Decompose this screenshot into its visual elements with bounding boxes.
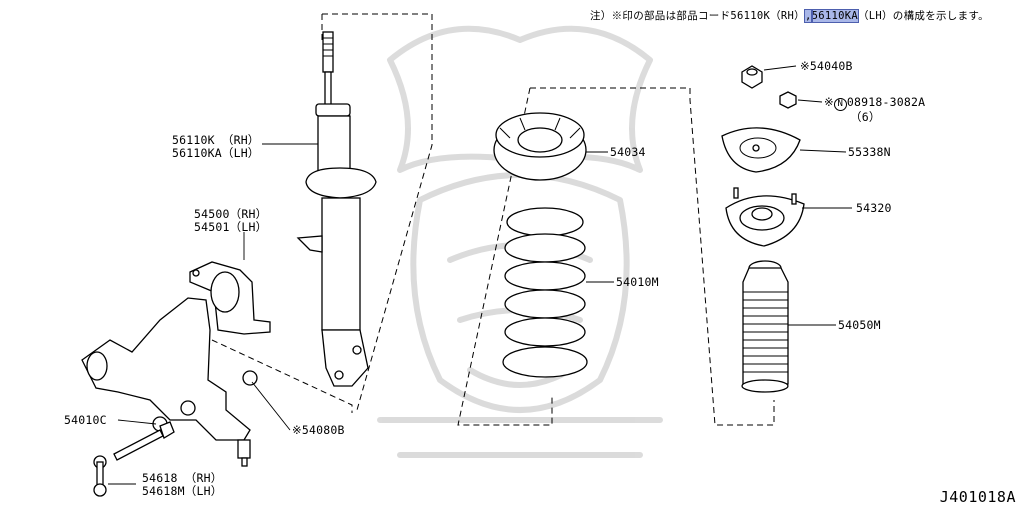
leader-54080b [251, 381, 291, 431]
note-suffix: （LH）の構成を示します。 [857, 10, 989, 22]
dust-boot-54050m-drawing [741, 260, 789, 393]
label-55338n-code: 55338N [848, 145, 891, 159]
note-code-lh-highlight[interactable]: 56110KA [810, 9, 859, 23]
leader-54010c [117, 419, 157, 425]
label-54500-lh: 54501（LH） [194, 220, 268, 234]
label-54618[interactable]: 54618 （RH） 54618M（LH） [142, 472, 222, 498]
dashed-boundary-spring [457, 87, 775, 426]
leader-54040b [763, 65, 797, 71]
label-54080b[interactable]: ※54080B [292, 424, 345, 437]
label-56110k[interactable]: 56110K （RH） 56110KA（LH） [172, 134, 260, 160]
label-54500[interactable]: 54500（RH） 54501（LH） [194, 208, 267, 234]
label-55338n[interactable]: 55338N [848, 146, 891, 159]
label-54010c-code: 54010C [64, 413, 107, 427]
label-54010m-code: 54010M [616, 275, 659, 289]
label-54034[interactable]: 54034 [610, 146, 646, 159]
dashed-boundary-knuckle [211, 339, 353, 413]
dashed-boundary-strut [321, 13, 433, 411]
figure-code: J401018A [939, 488, 1016, 506]
label-54500-rh: 54500（RH） [194, 207, 268, 221]
steering-knuckle-drawing [81, 297, 258, 467]
label-54618-rh: 54618 （RH） [142, 471, 223, 485]
label-54040b-code: 54040B [809, 59, 853, 73]
label-08918-mark: ※ [824, 95, 834, 109]
strut-mount-54320-drawing [725, 187, 805, 247]
mount-plate-55338n-drawing [721, 127, 801, 173]
label-54010c[interactable]: 54010C [64, 414, 107, 427]
label-56110k-rh: 56110K （RH） [172, 133, 260, 147]
label-54050m[interactable]: 54050M [838, 319, 881, 332]
bolt-54010c-drawing [113, 421, 175, 461]
label-54034-code: 54034 [610, 145, 646, 159]
strut-assembly-drawing [296, 31, 377, 387]
label-54010m[interactable]: 54010M [616, 276, 659, 289]
nut-08918-drawing [779, 91, 797, 109]
label-54040b[interactable]: ※54040B [800, 60, 853, 73]
stabilizer-link-54618-drawing [93, 455, 107, 497]
note-separator-highlight: , [804, 9, 813, 23]
label-54040b-mark: ※ [800, 59, 810, 73]
coil-spring-drawing [502, 207, 588, 378]
upper-spring-seat-drawing [493, 112, 587, 181]
nut-54040b-drawing [741, 65, 763, 89]
bracket-54500-drawing [189, 261, 271, 335]
label-56110k-lh: 56110KA（LH） [172, 146, 260, 160]
header-note: 注）※印の部品は部品コード56110K（RH）,56110KA（LH）の構成を示… [590, 8, 989, 23]
leader-08918 [797, 99, 823, 103]
label-54080b-mark: ※ [292, 423, 302, 437]
label-08918-qty: （6） [850, 110, 881, 124]
note-code-rh: 56110K（RH） [730, 10, 805, 22]
note-prefix: 注）※印の部品は部品コード [590, 10, 731, 22]
label-54050m-code: 54050M [838, 318, 881, 332]
label-54320[interactable]: 54320 [856, 202, 892, 215]
leader-55338n [799, 149, 847, 153]
label-08918-code: 08918-3082A [846, 95, 926, 109]
label-54080b-code: 54080B [301, 423, 345, 437]
label-54618-lh: 54618M（LH） [142, 484, 223, 498]
label-54320-code: 54320 [856, 201, 892, 215]
